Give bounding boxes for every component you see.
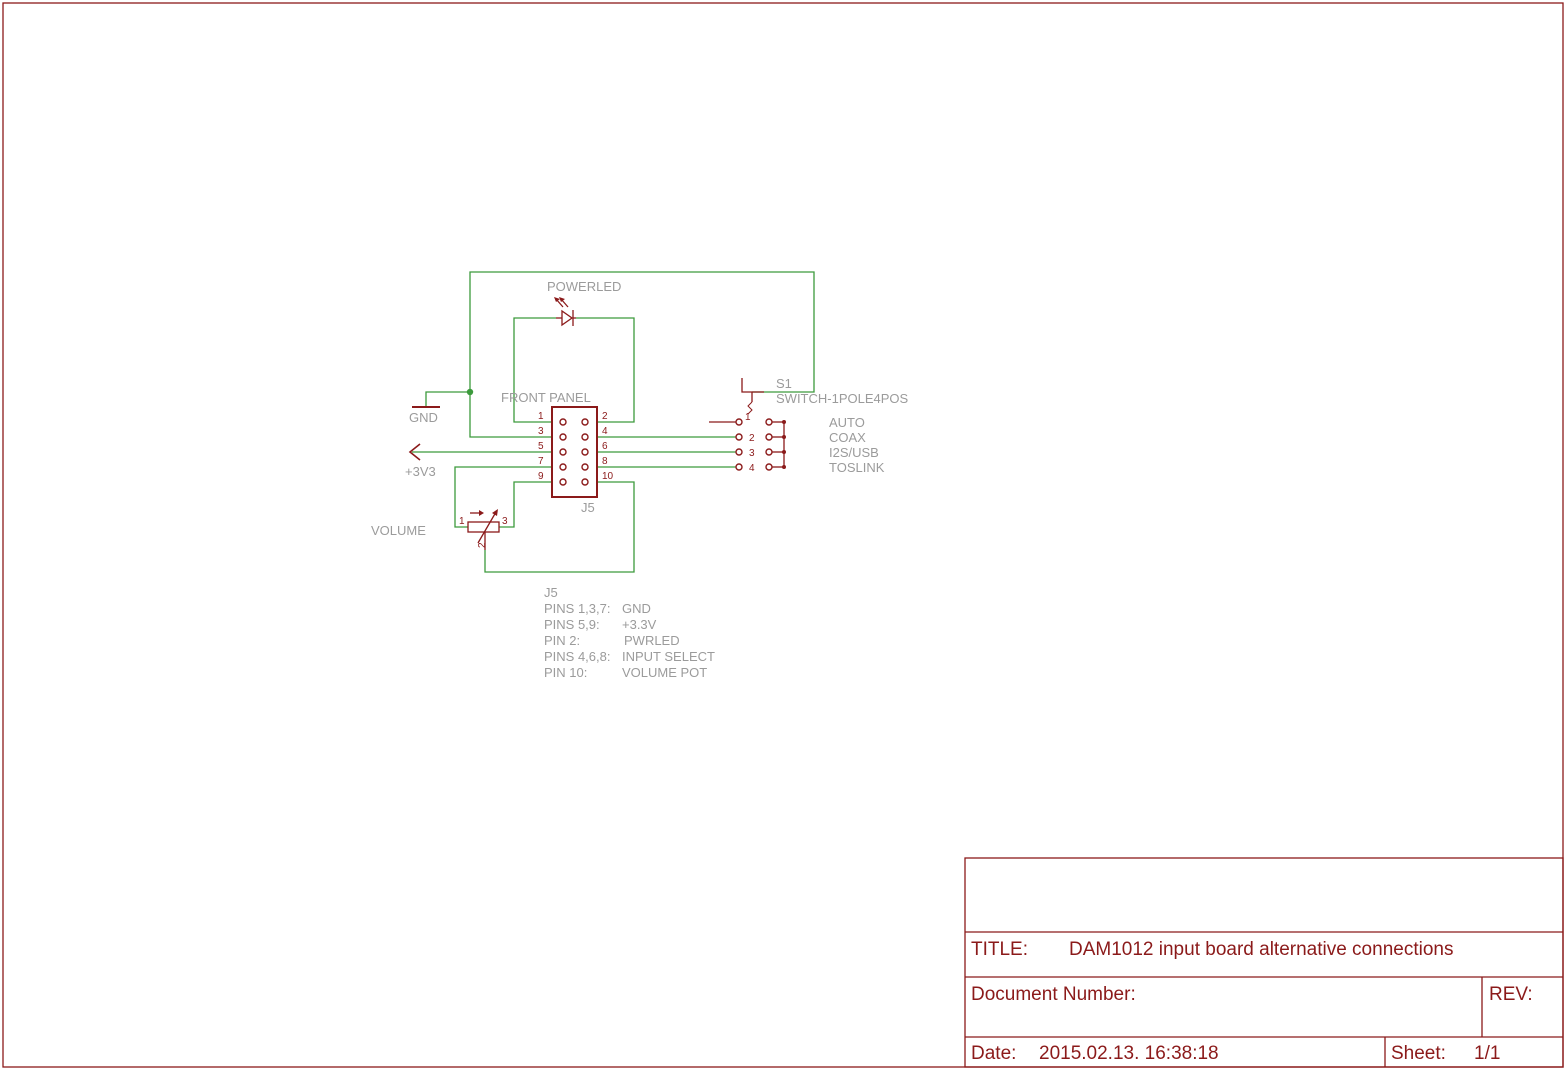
powerled-label: POWERLED xyxy=(547,279,621,294)
j5-pad-10 xyxy=(581,478,589,486)
v33-label: +3V3 xyxy=(405,464,436,479)
gnd-symbol: GND xyxy=(409,406,440,425)
wire-led-right xyxy=(576,317,635,423)
switch-pad-3 xyxy=(735,448,743,456)
wire-led-left xyxy=(513,317,556,423)
wire-pin7-pot xyxy=(454,466,552,528)
j5-pin-number: 7 xyxy=(538,456,544,467)
j5-pad-6 xyxy=(581,448,589,456)
note-pins: PINS 1,3,7: xyxy=(544,601,610,616)
j5-pin-number: 1 xyxy=(538,411,544,422)
j5-pad-8 xyxy=(581,463,589,471)
pot-pin-2: 2 xyxy=(477,542,488,548)
notes-header: J5 xyxy=(544,585,558,600)
j5-pad-4 xyxy=(581,433,589,441)
switch-position-label: I2S/USB xyxy=(829,445,879,460)
wire-pin9-pot xyxy=(499,481,552,528)
j5-pad-7 xyxy=(559,463,567,471)
sheet-value: 1/1 xyxy=(1474,1043,1500,1064)
switch-pad-out-3 xyxy=(765,448,773,456)
j5-pad-2 xyxy=(581,418,589,426)
switch-pad-out-1 xyxy=(765,418,773,426)
wires xyxy=(412,271,815,573)
wire-pin10-wiper xyxy=(484,481,635,573)
j5-pin-number: 3 xyxy=(538,426,544,437)
s1-value-label: SWITCH-1POLE4POS xyxy=(776,391,909,406)
j5-pin-number: 8 xyxy=(602,456,608,467)
s1-ref-label: S1 xyxy=(776,376,792,391)
volume-pot: 1 3 2 VOLUME xyxy=(371,509,508,550)
junction-dot xyxy=(466,388,474,396)
switch-position-label: AUTO xyxy=(829,415,865,430)
note-pins: PIN 10: xyxy=(544,665,587,680)
connector-j5: FRONT PANEL 1 2 3 4 5 6 7 8 9 10 J5 xyxy=(501,390,614,515)
note-function: VOLUME POT xyxy=(622,665,707,680)
switch-pad-out-4 xyxy=(765,463,773,471)
note-function: INPUT SELECT xyxy=(622,649,715,664)
front-panel-label: FRONT PANEL xyxy=(501,390,591,405)
gnd-label: GND xyxy=(409,410,438,425)
volume-label: VOLUME xyxy=(371,523,426,538)
j5-pin-number: 10 xyxy=(602,471,614,482)
switch-pad-4 xyxy=(735,463,743,471)
switch-pad-2 xyxy=(735,433,743,441)
title-block: TITLE: DAM1012 input board alternative c… xyxy=(964,857,1564,1068)
j5-pad-5 xyxy=(559,448,567,456)
j5-pad-1 xyxy=(559,418,567,426)
switch-s1: 1 2 3 4 S1 SWITCH-1POLE4POS AUTOCOAXI2S/USB… xyxy=(709,376,909,475)
pot-pin-1: 1 xyxy=(459,516,465,527)
pin-notes: J5 PINS 1,3,7: GND PINS 5,9: +3.3V PIN 2: PWR… xyxy=(544,585,715,680)
wire-gnd-branch xyxy=(425,391,470,407)
switch-pad-1 xyxy=(735,418,743,426)
switch-position-label: TOSLINK xyxy=(829,460,885,475)
note-pins: PINS 5,9: xyxy=(544,617,600,632)
powerled: POWERLED xyxy=(547,279,621,327)
j5-pin-number: 6 xyxy=(602,441,608,452)
switch-pin-number: 3 xyxy=(749,448,755,459)
switch-pad-out-2 xyxy=(765,433,773,441)
switch-pin-number: 2 xyxy=(749,433,755,444)
note-pins: PINS 4,6,8: xyxy=(544,649,610,664)
date-label: Date: xyxy=(971,1043,1016,1064)
j5-pin-number: 2 xyxy=(602,411,608,422)
switch-position-label: COAX xyxy=(829,430,866,445)
j5-ref-label: J5 xyxy=(581,500,595,515)
docnum-label: Document Number: xyxy=(971,984,1136,1005)
date-value: 2015.02.13. 16:38:18 xyxy=(1039,1043,1219,1064)
note-function: GND xyxy=(622,601,651,616)
j5-pin-number: 9 xyxy=(538,471,544,482)
v33-symbol: +3V3 xyxy=(405,443,436,479)
j5-pad-3 xyxy=(559,433,567,441)
title-value: DAM1012 input board alternative connecti… xyxy=(1069,939,1453,960)
rev-label: REV: xyxy=(1489,984,1533,1005)
j5-pin-number: 5 xyxy=(538,441,544,452)
j5-pad-9 xyxy=(559,478,567,486)
note-function: PWRLED xyxy=(624,633,680,648)
title-label: TITLE: xyxy=(971,939,1028,960)
sheet-label: Sheet: xyxy=(1391,1043,1446,1064)
pot-pin-3: 3 xyxy=(502,516,508,527)
switch-pin-number: 4 xyxy=(749,463,755,474)
j5-pin-number: 4 xyxy=(602,426,608,437)
wire-gnd-loop xyxy=(469,271,815,438)
switch-pin-number: 1 xyxy=(745,412,751,423)
note-pins: PIN 2: xyxy=(544,633,580,648)
note-function: +3.3V xyxy=(622,617,657,632)
